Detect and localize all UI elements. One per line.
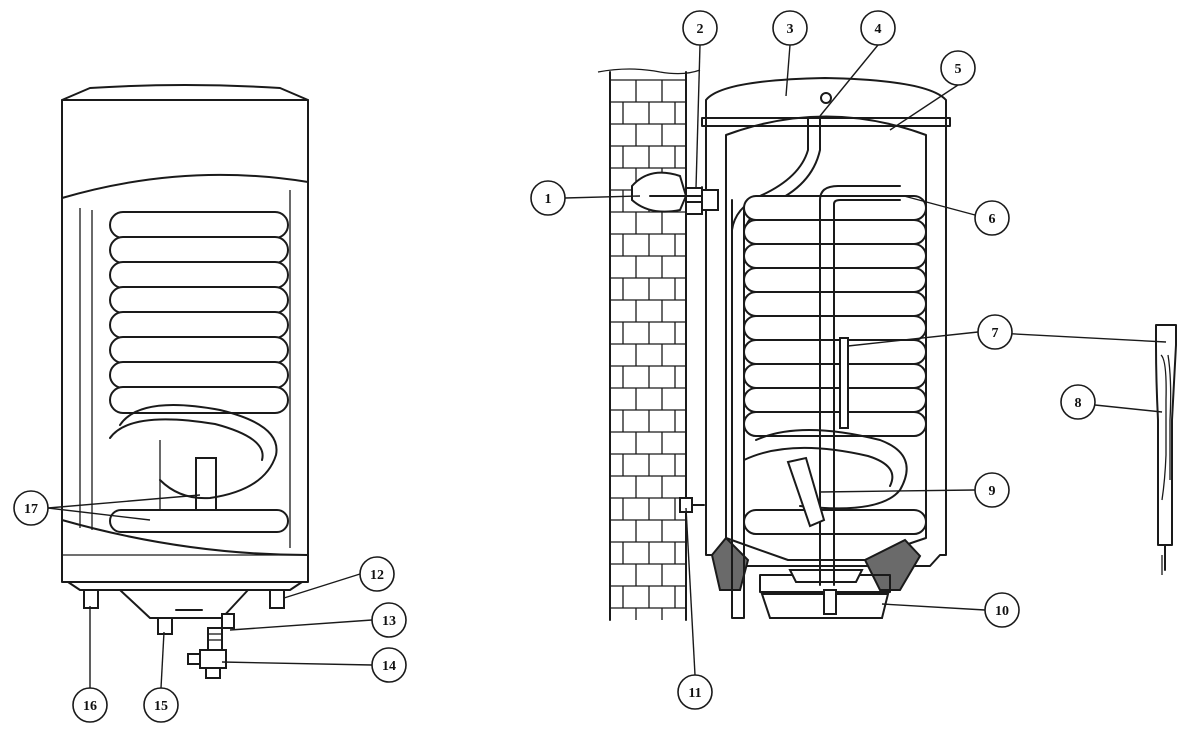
callout-number: 3 (787, 22, 794, 37)
right-thermostat-knob (823, 589, 837, 615)
right-thermostat-pocket (839, 337, 849, 429)
left-bottom-dome (67, 581, 303, 591)
right-top-flange (701, 117, 951, 127)
callout-number: 15 (154, 699, 168, 714)
callout-number: 1 (545, 192, 552, 207)
callout-16: 16 (72, 687, 108, 723)
callout-circle (530, 180, 566, 216)
left-heater (61, 84, 309, 679)
right-flange-plate (788, 569, 864, 583)
callout-circle (984, 592, 1020, 628)
callout-number: 16 (83, 699, 97, 714)
right-insulation-left (710, 536, 750, 591)
right-coil (743, 195, 927, 535)
callout-number: 12 (370, 568, 384, 583)
part-8-element (1155, 324, 1177, 575)
callout-12: 12 (359, 556, 395, 592)
left-safety-valve (187, 627, 227, 679)
callout-3: 3 (772, 10, 808, 46)
right-outer-casing (705, 77, 947, 567)
callout-number: 17 (24, 502, 38, 517)
callout-number: 11 (688, 686, 701, 701)
callout-circle (974, 472, 1010, 508)
callout-circle (940, 50, 976, 86)
callout-6: 6 (974, 200, 1010, 236)
callout-circle (772, 10, 808, 46)
left-coil (109, 211, 289, 533)
brick-wall (597, 68, 701, 621)
callout-10: 10 (984, 592, 1020, 628)
right-heater (631, 77, 951, 619)
callout-1: 1 (530, 180, 566, 216)
left-inlet-pipe (83, 589, 99, 609)
callout-circle (72, 687, 108, 723)
left-bottom-cover (119, 589, 249, 619)
callout-circle (371, 602, 407, 638)
callout-number: 10 (995, 604, 1009, 619)
callout-11: 11 (677, 674, 713, 710)
callout-9: 9 (974, 472, 1010, 508)
right-inlet-tube (731, 199, 745, 619)
callout-circle (1060, 384, 1096, 420)
callout-4: 4 (860, 10, 896, 46)
callout-14: 14 (371, 647, 407, 683)
callout-number: 2 (697, 22, 704, 37)
right-heating-element (786, 456, 826, 528)
callout-7: 7 (977, 314, 1013, 350)
callout-5: 5 (940, 50, 976, 86)
left-top-cap (61, 84, 309, 101)
callout-circle (682, 10, 718, 46)
right-top-port (820, 92, 832, 104)
callout-circle (677, 674, 713, 710)
callout-13: 13 (371, 602, 407, 638)
right-bracket-bottom (685, 201, 703, 215)
callout-15: 15 (143, 687, 179, 723)
left-outlet-pipe (269, 589, 285, 609)
callout-number: 13 (382, 614, 396, 629)
right-bracket-clamp (701, 189, 719, 211)
callout-17: 17 (13, 490, 49, 526)
callout-circle (974, 200, 1010, 236)
left-cutaway (61, 173, 309, 556)
callout-circle (359, 556, 395, 592)
callout-number: 6 (989, 212, 996, 227)
callout-number: 9 (989, 484, 996, 499)
callout-circle (13, 490, 49, 526)
right-coil-feed (819, 185, 901, 586)
callout-2: 2 (682, 10, 718, 46)
callout-8: 8 (1060, 384, 1096, 420)
callout-circle (143, 687, 179, 723)
callout-circle (371, 647, 407, 683)
callout-number: 5 (955, 62, 962, 77)
callout-number: 8 (1075, 396, 1082, 411)
right-anchor-bolt (631, 171, 688, 213)
right-insulation-right (863, 538, 922, 591)
callout-circle (977, 314, 1013, 350)
callout-number: 7 (992, 326, 999, 341)
left-drain-plug (221, 613, 235, 629)
callout-number: 4 (875, 22, 882, 37)
callout-circle (860, 10, 896, 46)
left-cable-gland (157, 617, 173, 635)
right-inner-tank (725, 115, 927, 561)
callout-number: 14 (382, 659, 396, 674)
